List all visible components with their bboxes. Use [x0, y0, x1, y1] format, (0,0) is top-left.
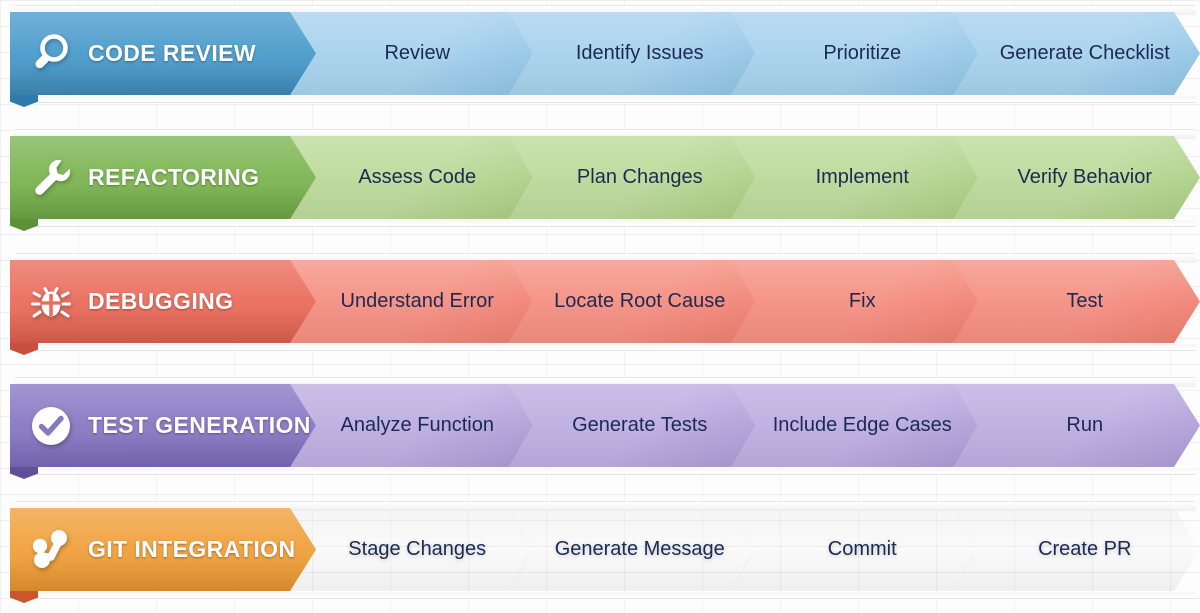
workflow-step-debugging-1[interactable]: Understand Error	[286, 260, 533, 343]
ribbon-strip: Run Include Edge Cases Generate Tests Analy…	[10, 384, 1200, 467]
step-label: Locate Root Cause	[554, 290, 726, 312]
workflow-step-test-generation-3[interactable]: Include Edge Cases	[731, 384, 978, 467]
workflow-step-debugging-3[interactable]: Fix	[731, 260, 978, 343]
workflow-step-git-integration-1[interactable]: Stage Changes	[286, 508, 533, 591]
workflow-step-git-integration-4[interactable]: Create PR	[954, 508, 1200, 591]
workflow-step-test-generation-2[interactable]: Generate Tests	[509, 384, 756, 467]
step-label: Test	[1066, 290, 1104, 312]
git-branch-icon	[28, 527, 74, 573]
workflow-row-refactoring: Verify Behavior Implement Plan Changes Asse…	[0, 129, 1200, 231]
step-label: Assess Code	[358, 166, 477, 188]
workflow-step-refactoring-2[interactable]: Plan Changes	[509, 136, 756, 219]
page-edge-bottom	[14, 344, 1196, 351]
check-circle-icon	[28, 403, 74, 449]
workflow-step-code-review-1[interactable]: Review	[286, 12, 533, 95]
step-label: Review	[384, 42, 451, 64]
workflow-step-test-generation-1[interactable]: Analyze Function	[286, 384, 533, 467]
workflow-row-debugging: Test Fix Locate Root Cause Understand Error…	[0, 253, 1200, 355]
ribbon-strip: Test Fix Locate Root Cause Understand Error…	[10, 260, 1200, 343]
workflow-step-code-review-3[interactable]: Prioritize	[731, 12, 978, 95]
page-edge-bottom	[14, 592, 1196, 599]
ribbon-tail	[10, 591, 38, 603]
header-label: GIT INTEGRATION	[88, 536, 296, 562]
step-label: Analyze Function	[340, 414, 494, 436]
ribbon-tail	[10, 343, 38, 355]
header-label: DEBUGGING	[88, 288, 234, 314]
step-label: Commit	[827, 538, 897, 560]
step-label: Generate Tests	[572, 414, 708, 436]
ribbon-tail	[10, 219, 38, 231]
workflow-step-git-integration-2[interactable]: Generate Message	[509, 508, 756, 591]
page-edge-top	[14, 129, 1196, 138]
step-label: Include Edge Cases	[772, 414, 952, 436]
header-label: TEST GENERATION	[88, 412, 311, 438]
workflow-step-test-generation-4[interactable]: Run	[954, 384, 1200, 467]
ribbon-tail	[10, 467, 38, 479]
wrench-icon	[28, 155, 74, 201]
step-label: Plan Changes	[576, 166, 703, 188]
page-edge-top	[14, 501, 1196, 510]
workflow-step-refactoring-3[interactable]: Implement	[731, 136, 978, 219]
workflow-step-code-review-4[interactable]: Generate Checklist	[954, 12, 1200, 95]
ribbon-strip: Create PR Commit Generate Message Stage Cha…	[10, 508, 1200, 591]
workflow-step-code-review-2[interactable]: Identify Issues	[509, 12, 756, 95]
page-edge-bottom	[14, 96, 1196, 103]
page-edge-top	[14, 253, 1196, 262]
header-label: REFACTORING	[88, 164, 260, 190]
ribbon-strip: Verify Behavior Implement Plan Changes Asse…	[10, 136, 1200, 219]
step-label: Verify Behavior	[1017, 166, 1152, 188]
step-label: Generate Checklist	[999, 42, 1170, 64]
step-label: Prioritize	[823, 42, 902, 64]
workflow-step-git-integration-3[interactable]: Commit	[731, 508, 978, 591]
workflow-header-git-integration[interactable]: GIT INTEGRATION	[10, 508, 316, 591]
workflow-header-refactoring[interactable]: REFACTORING	[10, 136, 316, 219]
step-label: Identify Issues	[575, 42, 704, 64]
step-label: Run	[1066, 414, 1104, 436]
workflow-step-refactoring-1[interactable]: Assess Code	[286, 136, 533, 219]
workflow-step-debugging-4[interactable]: Test	[954, 260, 1200, 343]
header-label: CODE REVIEW	[88, 40, 256, 66]
workflow-step-refactoring-4[interactable]: Verify Behavior	[954, 136, 1200, 219]
step-label: Fix	[848, 290, 876, 312]
workflow-header-debugging[interactable]: DEBUGGING	[10, 260, 316, 343]
page-edge-top	[14, 5, 1196, 14]
workflow-row-code-review: Generate Checklist Prioritize Identify Iss…	[0, 5, 1200, 107]
workflow-step-debugging-2[interactable]: Locate Root Cause	[509, 260, 756, 343]
workflow-row-test-generation: Run Include Edge Cases Generate Tests Analy…	[0, 377, 1200, 479]
workflow-row-git-integration: Create PR Commit Generate Message Stage Cha…	[0, 501, 1200, 603]
magnifier-icon	[28, 31, 74, 77]
page-edge-top	[14, 377, 1196, 386]
page-edge-bottom	[14, 220, 1196, 227]
workflow-header-code-review[interactable]: CODE REVIEW	[10, 12, 316, 95]
ribbon-strip: Generate Checklist Prioritize Identify Iss…	[10, 12, 1200, 95]
ribbon-tail	[10, 95, 38, 107]
step-label: Stage Changes	[348, 538, 487, 560]
step-label: Implement	[815, 166, 909, 188]
bug-icon	[28, 279, 74, 325]
step-label: Create PR	[1038, 538, 1132, 560]
step-label: Understand Error	[340, 290, 494, 312]
step-label: Generate Message	[554, 538, 725, 560]
workflow-header-test-generation[interactable]: TEST GENERATION	[10, 384, 316, 467]
page-edge-bottom	[14, 468, 1196, 475]
